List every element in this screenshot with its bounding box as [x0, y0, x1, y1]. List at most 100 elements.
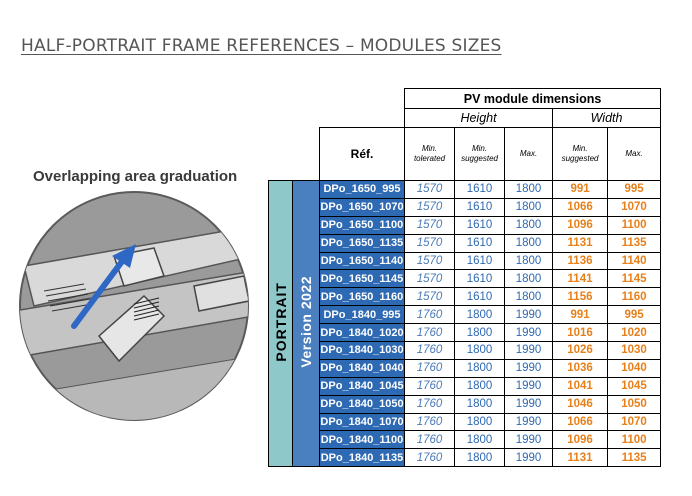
version-label-cell: Version 2022 — [292, 179, 320, 468]
ref-cell: DPo_1840_1045 — [318, 376, 406, 396]
height-min-suggested-cell: 1610 — [454, 287, 506, 307]
width-min-suggested-cell: 1066 — [552, 412, 609, 432]
width-min-suggested-cell: 991 — [552, 180, 609, 199]
height-min-suggested-cell: 1610 — [454, 233, 506, 253]
empty-corner — [269, 89, 405, 109]
width-max-cell: 1070 — [607, 197, 662, 217]
height-max-cell: 1800 — [504, 233, 554, 253]
height-min-suggested-header: Min.suggested — [454, 127, 506, 181]
width-max-cell: 995 — [607, 305, 662, 325]
width-min-suggested-cell: 1141 — [552, 269, 609, 289]
height-max-cell: 1990 — [504, 412, 554, 432]
height-min-suggested-cell: 1610 — [454, 215, 506, 235]
height-min-suggested-cell: 1800 — [454, 376, 506, 396]
width-min-suggested-cell: 1156 — [552, 287, 609, 307]
width-min-suggested-header: Min.suggested — [552, 127, 609, 181]
height-header: Height — [404, 108, 554, 128]
width-max-cell: 1070 — [607, 412, 662, 432]
height-min-tolerated-cell: 1570 — [404, 269, 456, 289]
height-min-suggested-cell: 1800 — [454, 430, 506, 450]
width-min-suggested-cell: 1131 — [552, 233, 609, 253]
width-header: Width — [552, 108, 662, 128]
width-min-suggested-cell: 1136 — [552, 251, 609, 271]
ref-cell: DPo_1840_1030 — [318, 341, 406, 360]
dimensions-table: PV module dimensions Height Width Réf. M… — [268, 88, 662, 468]
height-min-suggested-cell: 1610 — [454, 251, 506, 271]
ref-cell: DPo_1650_1140 — [318, 251, 406, 271]
orientation-label-cell: PORTRAIT — [268, 179, 293, 468]
height-max-cell: 1990 — [504, 305, 554, 325]
width-min-suggested-cell: 991 — [552, 305, 609, 325]
pv-module-dimensions-header: PV module dimensions — [404, 88, 662, 109]
width-min-suggested-cell: 1046 — [552, 394, 609, 414]
height-min-suggested-cell: 1800 — [454, 412, 506, 432]
graduation-marks — [43, 283, 93, 312]
height-min-suggested-cell: 1610 — [454, 197, 506, 217]
height-min-tolerated-cell: 1760 — [404, 305, 456, 325]
width-max-cell: 1160 — [607, 287, 662, 307]
height-min-suggested-cell: 1800 — [454, 394, 506, 414]
height-max-cell: 1990 — [504, 430, 554, 450]
height-max-header: Max. — [504, 127, 554, 181]
height-min-tolerated-cell: 1760 — [404, 358, 456, 378]
height-min-tolerated-cell: 1570 — [404, 180, 456, 199]
height-max-cell: 1800 — [504, 251, 554, 271]
ref-cell: DPo_1840_1070 — [318, 412, 406, 432]
height-min-suggested-cell: 1800 — [454, 305, 506, 325]
ref-cell: DPo_1650_995 — [318, 180, 406, 199]
height-min-suggested-cell: 1800 — [454, 323, 506, 343]
height-min-tolerated-cell: 1570 — [404, 197, 456, 217]
width-min-suggested-cell: 1096 — [552, 430, 609, 450]
version-label: Version 2022 — [298, 276, 314, 368]
width-min-suggested-cell: 1066 — [552, 197, 609, 217]
orientation-label: PORTRAIT — [272, 282, 289, 362]
height-min-tolerated-cell: 1760 — [404, 412, 456, 432]
height-min-suggested-cell: 1610 — [454, 180, 506, 199]
width-max-cell: 1100 — [607, 215, 662, 235]
height-min-tolerated-cell: 1760 — [404, 323, 456, 343]
width-max-cell: 1020 — [607, 323, 662, 343]
empty-corner — [269, 109, 405, 128]
ref-cell: DPo_1840_1020 — [318, 323, 406, 343]
height-max-cell: 1800 — [504, 180, 554, 199]
width-max-cell: 1135 — [607, 448, 662, 468]
width-max-cell: 1050 — [607, 394, 662, 414]
width-min-suggested-cell: 1036 — [552, 358, 609, 378]
width-max-header: Max. — [607, 127, 662, 181]
height-min-tolerated-cell: 1760 — [404, 341, 456, 360]
height-min-tolerated-cell: 1570 — [404, 233, 456, 253]
width-max-cell: 1100 — [607, 430, 662, 450]
height-min-tolerated-cell: 1570 — [404, 215, 456, 235]
ref-cell: DPo_1840_995 — [318, 305, 406, 325]
width-max-cell: 1045 — [607, 376, 662, 396]
width-max-cell: 1040 — [607, 358, 662, 378]
height-max-cell: 1800 — [504, 287, 554, 307]
width-max-cell: 1030 — [607, 341, 662, 360]
height-min-tolerated-cell: 1760 — [404, 430, 456, 450]
height-min-tolerated-cell: 1760 — [404, 448, 456, 468]
height-max-cell: 1990 — [504, 448, 554, 468]
width-max-cell: 1140 — [607, 251, 662, 271]
width-min-suggested-cell: 1131 — [552, 448, 609, 468]
ref-cell: DPo_1840_1100 — [318, 430, 406, 450]
height-min-tolerated-cell: 1760 — [404, 394, 456, 414]
ref-cell: DPo_1840_1040 — [318, 358, 406, 378]
overlap-graduation-illustration — [19, 191, 249, 421]
width-min-suggested-cell: 1096 — [552, 215, 609, 235]
height-max-cell: 1990 — [504, 323, 554, 343]
height-min-suggested-cell: 1800 — [454, 358, 506, 378]
width-max-cell: 995 — [607, 180, 662, 199]
serrated-edge — [133, 297, 160, 321]
height-min-tolerated-cell: 1570 — [404, 287, 456, 307]
